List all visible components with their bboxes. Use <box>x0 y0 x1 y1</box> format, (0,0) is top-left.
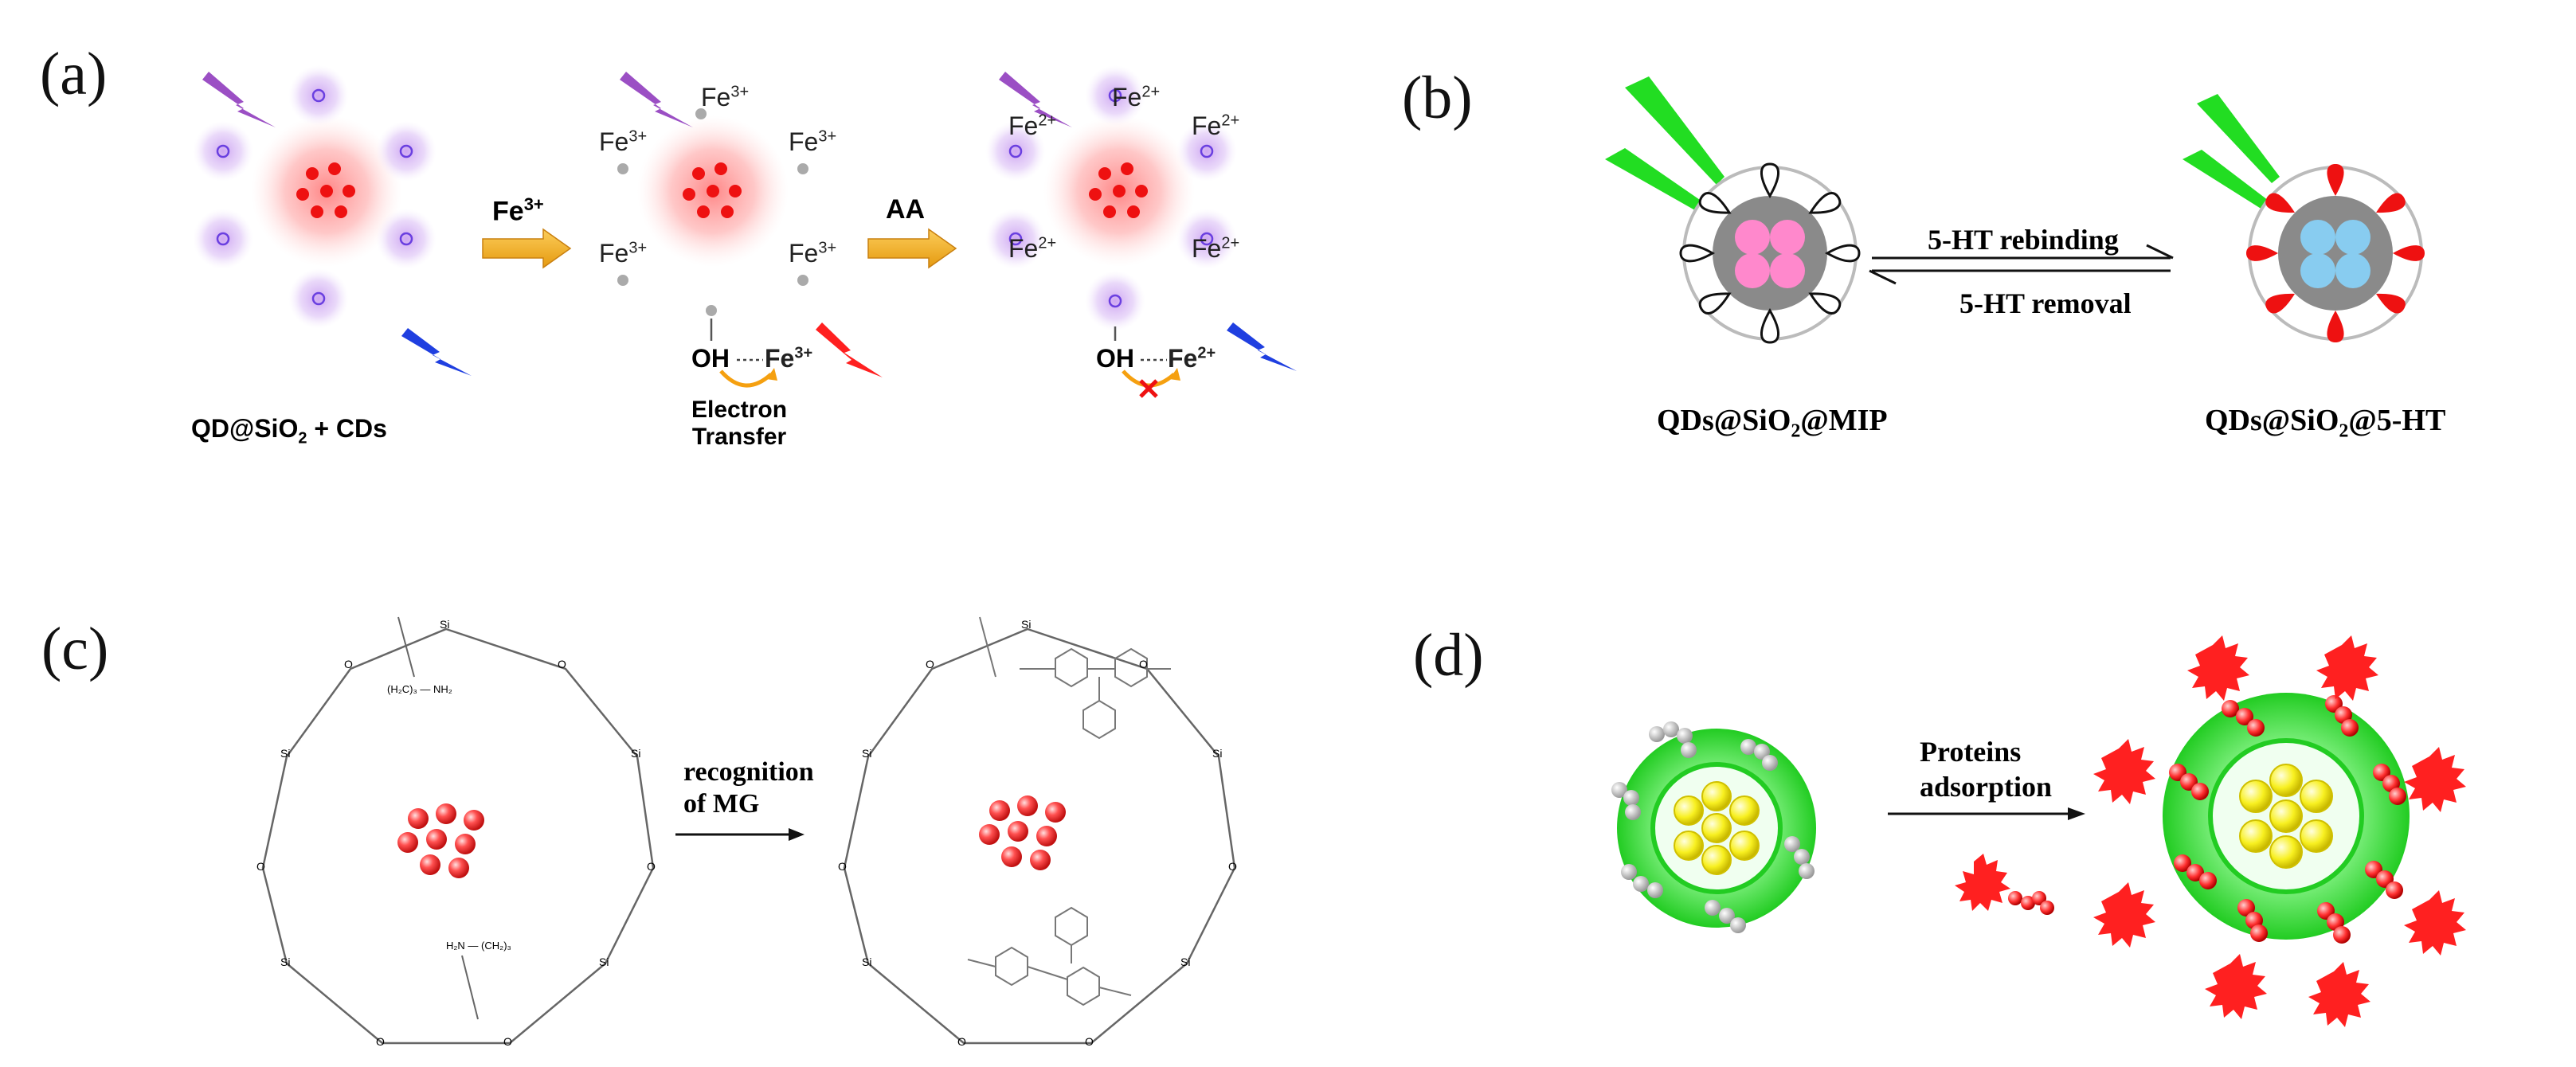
5ht-caption: QDs@SiO2@5-HT <box>2205 404 2446 442</box>
protein-bound-particle <box>2093 635 2466 1027</box>
atom-o: O <box>503 1035 512 1048</box>
fe2-ion: Fe2+ <box>1192 111 1240 140</box>
panel-b-letter: (b) <box>1402 64 1473 131</box>
atom-o: O <box>256 860 265 873</box>
aa-addition-arrow <box>867 228 957 269</box>
red-flash-icon <box>816 322 883 377</box>
purple-flash-icon-3 <box>999 72 1072 127</box>
recognition-arrow <box>675 828 805 841</box>
stage3-cds <box>985 65 1237 331</box>
panel-d: (d) <box>1314 557 2576 1067</box>
stage1-qd <box>251 115 402 267</box>
oh-label: OH <box>691 344 730 373</box>
stage3-qd <box>1043 115 1195 267</box>
mg-molecule <box>979 616 1171 740</box>
fe2-ion: Fe2+ <box>1008 234 1057 263</box>
blocked-x-icon <box>1139 379 1158 398</box>
panel-a-graphic <box>193 65 1297 398</box>
fe3-ion: Fe3+ <box>789 127 837 156</box>
atom-si: Si <box>599 956 609 968</box>
fe3-ion: Fe3+ <box>701 83 750 111</box>
atom-si: Si <box>440 618 450 631</box>
panel-c-letter: (c) <box>41 616 109 682</box>
imprinted-particle <box>1611 721 1816 933</box>
aminopropyl-group-2: H₂N — (CH₂)₃ <box>446 940 511 952</box>
rebinding-label: 5-HT rebinding <box>1928 224 2119 256</box>
atom-o: O <box>838 860 847 873</box>
equilibrium-arrows <box>1869 244 2174 285</box>
panel-d-graphic <box>1611 635 2466 1027</box>
panel-a-letter: (a) <box>40 41 108 107</box>
stage2-quenched-cds <box>617 108 808 316</box>
blue-flash-icon <box>401 328 472 376</box>
recognition-label: recognition of MG <box>683 757 814 819</box>
purple-flash-icon-2 <box>620 72 693 127</box>
adsorption-label: Proteins adsorption <box>1920 736 2053 803</box>
stage2-qd <box>637 115 789 267</box>
fe3-ion: Fe3+ <box>789 239 837 268</box>
atom-si: Si <box>631 747 641 760</box>
atom-si: Si <box>862 956 872 968</box>
atom-o: O <box>344 658 353 670</box>
atom-si: Si <box>280 956 291 968</box>
panel-a: (a) <box>0 0 1314 510</box>
panel-b-graphic <box>1605 76 2425 344</box>
atom-si: Si <box>280 747 291 760</box>
panel-b: (b) <box>1314 0 2576 510</box>
arrow1-label: Fe3+ <box>492 194 544 227</box>
stage1-cds <box>193 65 437 329</box>
atom-o: O <box>1228 860 1237 873</box>
qd-cluster <box>397 803 484 878</box>
atom-si: Si <box>1212 747 1223 760</box>
green-beam-icon-2 <box>2183 94 2280 213</box>
atom-si: Si <box>1180 956 1191 968</box>
fe2-ion: Fe2+ <box>1112 83 1161 111</box>
atom-o: O <box>1139 658 1148 670</box>
aminopropyl-group: (H₂C)₃ — NH₂ <box>387 683 452 695</box>
fe2-bound-ion: Fe2+ <box>1168 344 1216 373</box>
arrow2-label: AA <box>886 194 926 225</box>
electron-transfer-label: Electron Transfer <box>691 397 788 450</box>
adsorption-arrow <box>1888 807 2085 820</box>
atom-si: Si <box>862 747 872 760</box>
fe3-ion: Fe3+ <box>599 127 648 156</box>
silica-ring-2 <box>843 627 1236 1045</box>
atom-o: O <box>558 658 566 670</box>
5ht-particle <box>2246 164 2425 342</box>
electron-transfer-arrow <box>719 369 773 388</box>
panel-d-letter: (d) <box>1413 622 1484 689</box>
panel-c: (c) <box>0 557 1290 1067</box>
atom-si: Si <box>1021 618 1032 631</box>
oh-label-2: OH <box>1096 344 1134 373</box>
atom-o: O <box>926 658 934 670</box>
fe3-ion: Fe3+ <box>599 239 648 268</box>
mip-caption: QDs@SiO2@MIP <box>1657 404 1888 442</box>
green-beam-icon <box>1605 76 1725 217</box>
protein-icon <box>1955 854 2054 915</box>
qd-cluster-2 <box>979 795 1066 870</box>
purple-flash-icon <box>202 72 276 127</box>
silica-ring <box>261 627 655 1045</box>
fe3-bound-ion: Fe3+ <box>765 344 813 373</box>
mg-molecule-2 <box>967 906 1132 1006</box>
mip-particle <box>1679 162 1861 344</box>
fe3-addition-arrow <box>482 228 572 269</box>
fe2-ion: Fe2+ <box>1008 111 1057 140</box>
panel-c-graphic <box>261 616 1236 1045</box>
panel-a-caption: QD@SiO2 + CDs <box>191 414 387 448</box>
removal-label: 5-HT removal <box>1959 287 2132 319</box>
blue-flash-icon-2 <box>1227 322 1297 371</box>
atom-o: O <box>376 1035 385 1048</box>
fe2-ion: Fe2+ <box>1192 234 1240 263</box>
atom-o: O <box>957 1035 966 1048</box>
atom-o: O <box>1085 1035 1094 1048</box>
atom-o: O <box>647 860 656 873</box>
